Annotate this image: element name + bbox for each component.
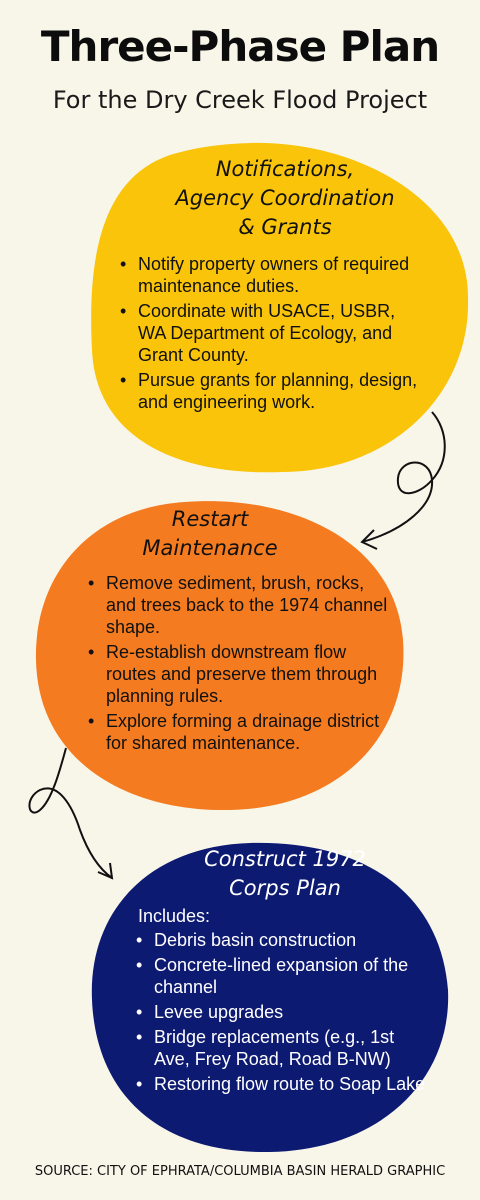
list-item: Bridge replacements (e.g., 1st Ave, Frey… [136, 1026, 426, 1070]
list-item: Remove sediment, brush, rocks, and trees… [88, 572, 388, 638]
list-item: Explore forming a drainage district for … [88, 710, 388, 754]
phase-3-title-line: Construct 1972 [204, 847, 366, 871]
phase-2-title-line: Maintenance [142, 536, 278, 560]
list-item: Debris basin construction [136, 929, 426, 951]
arrow-1-head [360, 529, 378, 550]
page-title: Three-Phase Plan [40, 22, 440, 71]
list-item: Levee upgrades [136, 1001, 426, 1023]
list-item: Pursue grants for planning, design, and … [120, 369, 420, 413]
phase-3-list: Debris basin construction Concrete-lined… [136, 929, 426, 1098]
page-subtitle: For the Dry Creek Flood Project [52, 86, 428, 114]
phase-2-title: Restart Maintenance [60, 505, 360, 563]
arrow-2-head [97, 862, 114, 880]
list-item: Concrete-lined expansion of the channel [136, 954, 426, 998]
list-item: Re-establish downstream flow routes and … [88, 641, 388, 707]
phase-1-title: Notifications, Agency Coordination & Gra… [120, 155, 450, 242]
phase-1-list: Notify property owners of required maint… [120, 253, 420, 416]
arrow-1-squiggle [361, 411, 446, 543]
phase-1-title-line: Notifications, [215, 157, 355, 181]
phase-2-title-line: Restart [171, 507, 249, 531]
phase-3-title: Construct 1972 Corps Plan [130, 845, 440, 903]
phase-2-list: Remove sediment, brush, rocks, and trees… [88, 572, 388, 757]
list-item: Restoring flow route to Soap Lake [136, 1073, 426, 1095]
phase-1-title-line: & Grants [238, 215, 332, 239]
list-item: Coordinate with USACE, USBR, WA Departme… [120, 300, 420, 366]
phase-3-title-line: Corps Plan [229, 876, 341, 900]
arrow-2-squiggle [28, 747, 113, 879]
phase-1-title-line: Agency Coordination [175, 186, 395, 210]
phase-3-intro: Includes: [138, 906, 211, 926]
list-item: Notify property owners of required maint… [120, 253, 420, 297]
source-credit: SOURCE: CITY OF EPHRATA/COLUMBIA BASIN H… [34, 1164, 446, 1179]
